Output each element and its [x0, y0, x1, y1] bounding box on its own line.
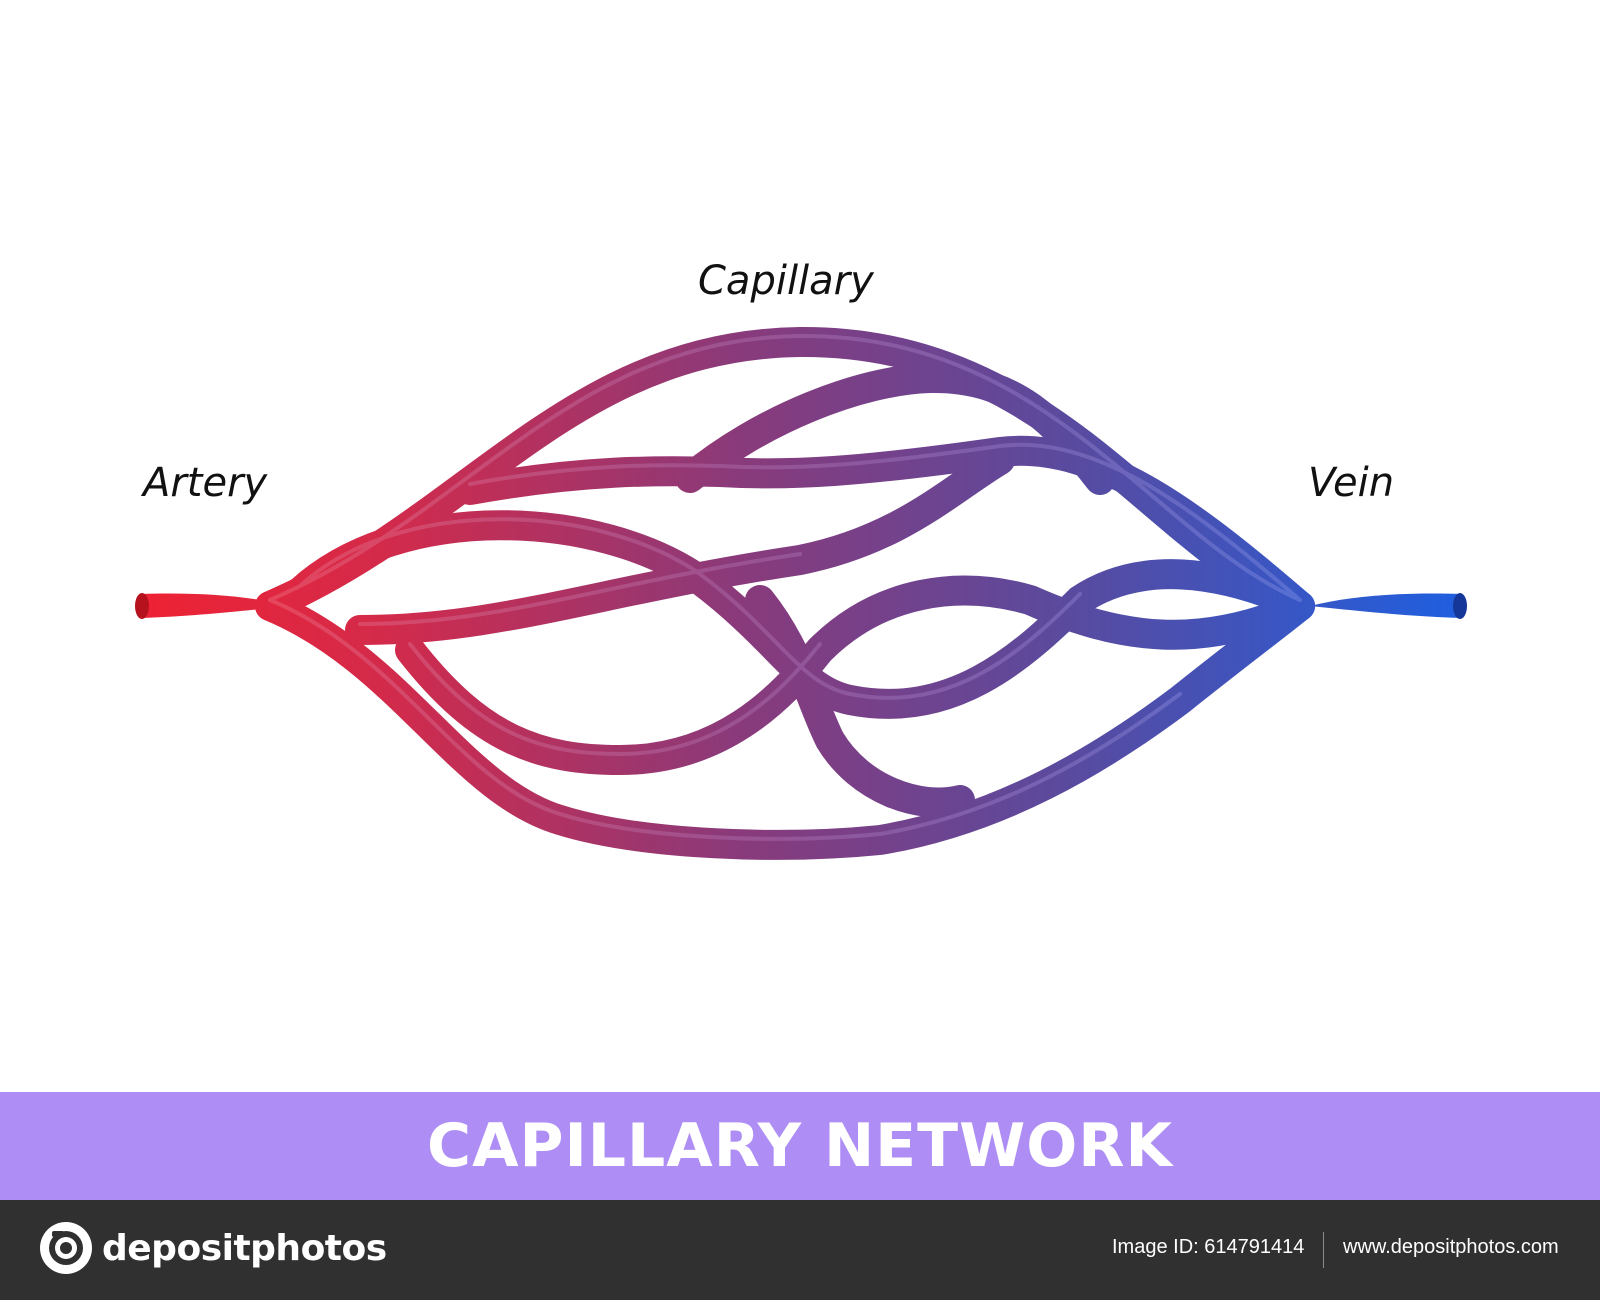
capillary-descending-branch — [745, 585, 975, 818]
artery-label: Artery — [143, 460, 268, 506]
capillary-lower-mid-branch — [395, 575, 1315, 776]
capillary-network-diagram — [135, 326, 1467, 860]
capillary-middle-branch — [285, 510, 1315, 719]
depositphotos-logo[interactable]: depositphotos — [38, 1220, 387, 1276]
banner-title: CAPILLARY NETWORK — [427, 1111, 1173, 1181]
site-url-link[interactable]: www.depositphotos.com — [1343, 1236, 1559, 1258]
capillary-upper-loop — [675, 362, 1115, 495]
watermark-footer: depositphotos Image ID: 614791414 www.de… — [0, 1200, 1600, 1300]
image-id-text: Image ID: 614791414 — [1112, 1236, 1305, 1258]
brand-name: depositphotos — [102, 1227, 387, 1269]
vein-opening — [1453, 593, 1467, 619]
camera-logo-icon — [40, 1222, 92, 1274]
title-banner: CAPILLARY NETWORK — [0, 1092, 1600, 1200]
capillary-label: Capillary — [698, 258, 874, 304]
artery-vessel — [140, 593, 290, 618]
artery-opening — [135, 593, 149, 619]
capillary-upper-branch — [455, 435, 1315, 621]
vein-vessel — [1310, 593, 1462, 618]
footer-divider — [1323, 1232, 1324, 1268]
capillary-bottom-arc — [255, 591, 1315, 860]
vein-label: Vein — [1308, 460, 1395, 506]
capillary-cross-branch — [345, 445, 1015, 645]
